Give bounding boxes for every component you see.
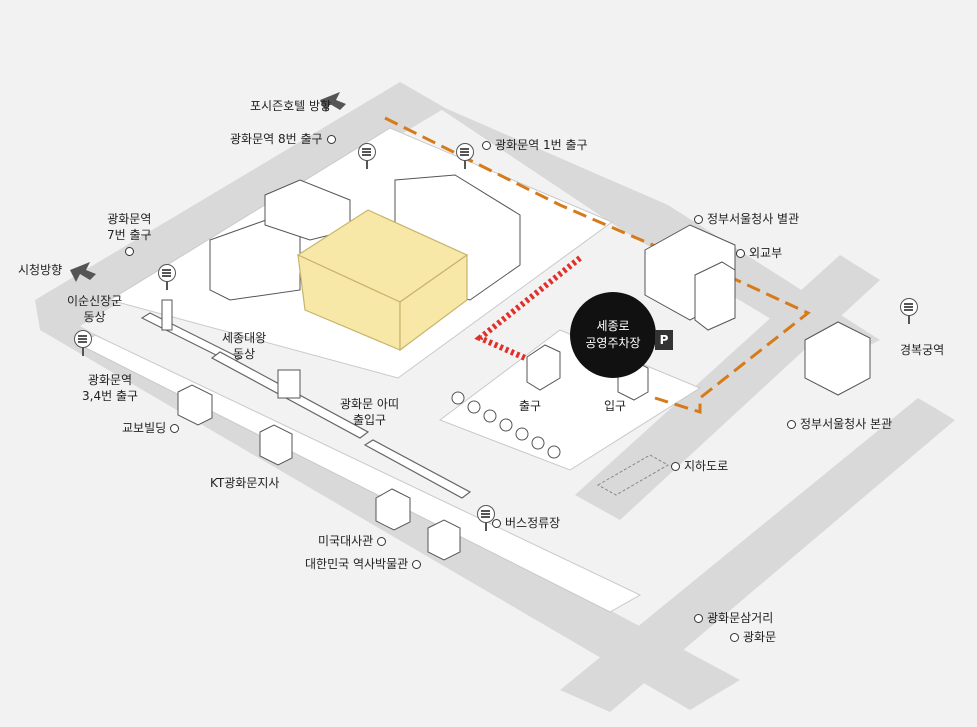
- bus-stop-icon: [74, 330, 92, 356]
- location-dot-icon: [377, 537, 387, 546]
- bus-stop-icon: [456, 143, 474, 169]
- arrow-fourseasons: [320, 92, 346, 112]
- parking-name-line2: 공영주차장: [585, 336, 641, 350]
- sejong-center-side: [399, 253, 468, 352]
- tree: [547, 445, 561, 459]
- location-dot-icon: [482, 141, 491, 150]
- label-gwanghwamun[interactable]: 광화문: [726, 629, 776, 645]
- statue-yisunsin: [161, 299, 173, 331]
- building-kt: [259, 424, 293, 466]
- label-fourseasons[interactable]: 포시즌호텔 방향: [250, 99, 332, 113]
- statue-sejong: [277, 369, 301, 399]
- location-dot-icon: [671, 462, 680, 471]
- statues: [161, 299, 301, 399]
- parking-name-line1: 세종로: [596, 319, 630, 333]
- label-kt[interactable]: KT광화문지사: [210, 476, 280, 490]
- label-exit34[interactable]: 광화문역 3,4번 출구: [82, 373, 139, 403]
- location-dot-icon: [124, 247, 134, 256]
- location-dot-icon: [326, 135, 336, 144]
- route-orange: [384, 116, 811, 415]
- route-red: [474, 255, 582, 361]
- label-exit7[interactable]: 광화문역 7번 출구: [107, 211, 152, 259]
- label-gyeongbok[interactable]: 경복궁역: [900, 343, 945, 357]
- tree: [531, 436, 545, 450]
- label-mofa[interactable]: 외교부: [732, 245, 782, 261]
- buildings: [177, 174, 871, 561]
- tree: [483, 409, 497, 423]
- strip-3: [363, 439, 472, 499]
- label-intersection[interactable]: 광화문삼거리: [690, 610, 773, 626]
- label-bus-stop[interactable]: 버스정류장: [488, 515, 560, 531]
- parking-sign-icon: P: [655, 330, 673, 350]
- location-dot-icon: [787, 420, 796, 429]
- tree: [499, 418, 513, 432]
- label-museum[interactable]: 대한민국 역사박물관: [305, 556, 425, 572]
- label-sejong-statue[interactable]: 세종대왕 동상: [222, 331, 267, 361]
- building-embassy: [375, 488, 411, 531]
- label-underpass[interactable]: 지하도로: [667, 458, 728, 474]
- trees: [451, 391, 561, 459]
- arrow-cityhall: [70, 262, 96, 282]
- label-annex[interactable]: 정부서울청사 별관: [690, 211, 799, 227]
- underpass-outline: [596, 454, 670, 496]
- label-yisunsin[interactable]: 이순신장군 동상: [67, 294, 123, 324]
- location-dot-icon: [694, 614, 703, 623]
- label-kyobo[interactable]: 교보빌딩: [122, 420, 183, 436]
- building-parking-exit: [526, 344, 561, 391]
- location-dot-icon: [492, 519, 501, 528]
- road-south-east: [560, 398, 955, 712]
- bus-stop-icon: [477, 505, 495, 531]
- label-exit1[interactable]: 광화문역 1번 출구: [478, 137, 588, 153]
- building-museum: [427, 519, 461, 561]
- road-north: [35, 82, 445, 326]
- bus-stop-icon: [900, 298, 918, 324]
- road-east-upper: [400, 82, 668, 232]
- label-main-complex[interactable]: 정부서울청사 본관: [783, 416, 892, 432]
- tree: [467, 400, 481, 414]
- location-dot-icon: [736, 249, 745, 258]
- building-kyobo: [177, 384, 213, 426]
- bus-stop-icon: [358, 143, 376, 169]
- location-dot-icon: [412, 560, 422, 569]
- parking-badge[interactable]: 세종로 공영주차장: [570, 292, 656, 378]
- sejong-center-highlight: [296, 209, 469, 352]
- building-mofa: [694, 261, 736, 331]
- direction-arrows: [70, 92, 346, 282]
- label-cityhall[interactable]: 시청방향: [18, 263, 63, 277]
- location-dot-icon: [170, 424, 180, 433]
- tree: [515, 427, 529, 441]
- location-dot-icon: [694, 215, 703, 224]
- label-arcade[interactable]: 광화문 아띠 출입구: [340, 397, 400, 427]
- label-exit8[interactable]: 광화문역 8번 출구: [230, 131, 340, 147]
- label-parking-exit[interactable]: 출구: [519, 399, 542, 413]
- building-main-complex: [804, 321, 871, 396]
- tree: [451, 391, 465, 405]
- location-dot-icon: [730, 633, 739, 642]
- label-us-embassy[interactable]: 미국대사관: [318, 533, 390, 549]
- label-parking-entrance[interactable]: 입구: [604, 399, 627, 413]
- bus-stop-icon: [158, 264, 176, 290]
